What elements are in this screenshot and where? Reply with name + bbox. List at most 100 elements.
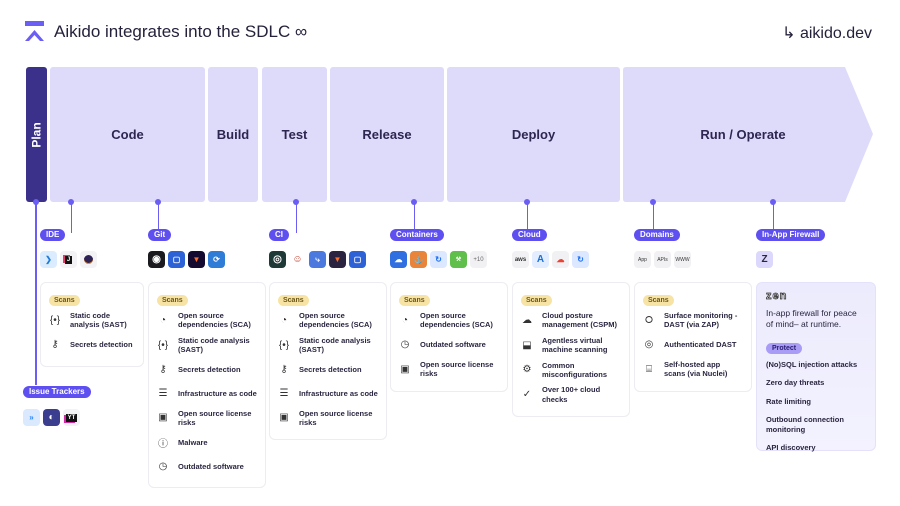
license-icon: ▣ — [279, 412, 289, 424]
item-text: Over 100+ cloud checks — [542, 385, 601, 404]
item-text: Static code analysis (SAST) — [299, 335, 371, 355]
stage-build: Build — [208, 67, 258, 202]
apis-icon[interactable]: APIs — [654, 251, 671, 268]
list-item: ✓ Over 100+ cloud checks — [521, 385, 621, 404]
category-cloud: Cloud — [512, 229, 547, 241]
jenkins-icon[interactable]: ☺ — [289, 251, 306, 268]
card-zen-firewall: zen In-app firewall for peace of mind– a… — [756, 282, 876, 452]
scans-badge: Scans — [643, 295, 674, 306]
list-item: {•}Static code analysis (SAST) — [157, 336, 257, 355]
category-domains: Domains — [634, 229, 680, 241]
list-item: ☰Infrastructure as code — [157, 385, 257, 403]
item-text: Infrastructure as code — [178, 388, 257, 398]
registry-icon[interactable]: ⚒ — [450, 251, 467, 268]
digitalocean-icon[interactable]: ↻ — [430, 251, 447, 268]
container-icons: ☁ ⚓ ↻ ⚒ +10 — [390, 251, 487, 268]
stage-run-label: Run / Operate — [700, 127, 786, 142]
circleci-icon[interactable]: ◎ — [269, 251, 286, 268]
gcp-icon[interactable]: ☁ — [552, 251, 569, 268]
list-item: {•}Static code analysis (SAST) — [278, 336, 378, 355]
scans-badge: Scans — [521, 295, 552, 306]
category-ci: CI — [269, 229, 289, 241]
digitalocean-icon[interactable]: ↻ — [572, 251, 589, 268]
item-text: Open source license risks — [420, 359, 494, 379]
card-ide-scans: Scans {•}Static code analysis (SAST) ⚷Se… — [40, 282, 144, 367]
app-icon[interactable]: App — [634, 251, 651, 268]
item-text: Secrets detection — [178, 364, 241, 374]
license-icon: ▣ — [158, 412, 168, 424]
vscode-icon[interactable]: ❯ — [40, 251, 57, 268]
list-item: ◎Authenticated DAST — [643, 336, 743, 354]
azure-devops-icon[interactable]: ⟳ — [208, 251, 225, 268]
www-icon[interactable]: WWW — [674, 251, 691, 268]
connector-line-ide — [70, 202, 72, 233]
sca-icon: ◔ — [159, 314, 167, 326]
azure-icon[interactable]: A — [532, 251, 549, 268]
list-item: ⚷Secrets detection — [278, 361, 378, 379]
zen-logo: zen — [766, 290, 788, 303]
item-text: Outdated software — [420, 340, 486, 350]
category-in-app-firewall: In-App Firewall — [756, 229, 826, 241]
category-git: Git — [148, 229, 172, 241]
aikido-link[interactable]: ↳ aikido.dev — [782, 25, 872, 42]
cloud-icon: ☁ — [522, 314, 532, 326]
item-text: Cloud posture management (CSPM) — [542, 311, 618, 330]
item-text: Surface monitoring - DAST (via ZAP) — [664, 311, 738, 330]
zen-icon[interactable]: Z — [756, 251, 773, 268]
sca-icon: ◔ — [280, 314, 288, 326]
malware-icon: ⓘ — [158, 438, 168, 450]
github-icon[interactable]: ◉ — [148, 251, 165, 268]
card-ci-scans: Scans ◔Open source dependencies (SCA) {•… — [269, 282, 387, 441]
list-item: ⭘Surface monitoring - DAST (via ZAP) — [643, 311, 743, 330]
docker-icon[interactable]: ☁ — [390, 251, 407, 268]
list-item: ◔ Open source dependencies (SCA) — [157, 311, 257, 330]
aws-ecr-icon[interactable]: ⚓ — [410, 251, 427, 268]
jetbrains-icon[interactable]: J — [60, 251, 77, 268]
ci-icons: ◎ ☺ ⤷ ▼ ▢ — [269, 251, 366, 268]
connector-line-plan — [35, 202, 37, 385]
clock-icon: ◷ — [158, 460, 168, 472]
gitlab-icon[interactable]: ▼ — [188, 251, 205, 268]
linear-icon[interactable]: ◐ — [43, 409, 60, 426]
list-item: API discovery — [766, 442, 816, 452]
aws-icon[interactable]: aws — [512, 251, 529, 268]
check-circle-icon: ✓ — [522, 389, 532, 401]
item-text: Malware — [178, 437, 208, 447]
protect-badge: Protect — [766, 343, 803, 355]
stage-deploy: Deploy — [447, 67, 620, 202]
azure-pipelines-icon[interactable]: ⤷ — [309, 251, 326, 268]
page-title: Aikido integrates into the SDLC ∞ — [54, 22, 308, 41]
list-item: ☁ Cloud posture management (CSPM) — [521, 311, 621, 330]
sast-icon: {•} — [157, 339, 169, 351]
more-containers-count: +10 — [470, 251, 487, 268]
sca-icon: ◔ — [401, 314, 409, 326]
cloud-icons: aws A ☁ ↻ — [512, 251, 589, 268]
scans-badge: Scans — [157, 295, 188, 306]
gitlab-ci-icon[interactable]: ▼ — [329, 251, 346, 268]
list-item: ◔ Open source dependencies (SCA) — [399, 311, 499, 330]
jira-icon[interactable]: » — [23, 409, 40, 426]
item-text: Self-hosted app scans (via Nuclei) — [664, 359, 728, 379]
youtrack-icon[interactable]: YT — [63, 409, 80, 426]
scans-badge: Scans — [49, 295, 80, 306]
list-item: ⓘ Malware — [157, 433, 257, 451]
stage-plan: Plan — [26, 67, 47, 202]
bitbucket-pipelines-icon[interactable]: ▢ — [349, 251, 366, 268]
item-text: Infrastructure as code — [299, 388, 378, 398]
item-text: Agentless virtual machine scanning — [542, 335, 608, 355]
connector-line-firewall — [772, 202, 774, 230]
clock-icon: ◷ — [400, 339, 410, 351]
card-git-scans: Scans ◔ Open source dependencies (SCA) {•… — [148, 282, 266, 489]
item-text: Open source dependencies (SCA) — [178, 311, 251, 330]
stage-run-operate — [623, 67, 873, 202]
list-item: ⚙Common misconfigurations — [521, 361, 621, 380]
item-text: Open source dependencies (SCA) — [420, 311, 493, 330]
bitbucket-icon[interactable]: ▢ — [168, 251, 185, 268]
list-item: Outbound connection monitoring — [766, 415, 844, 434]
server-icon: ⌸ — [646, 363, 652, 375]
list-item: ◷Outdated software — [157, 457, 257, 475]
stage-plan-label: Plan — [29, 121, 44, 148]
firewall-icons: Z — [756, 251, 773, 268]
key-icon: ⚷ — [159, 364, 167, 375]
eclipse-icon[interactable] — [80, 251, 97, 268]
